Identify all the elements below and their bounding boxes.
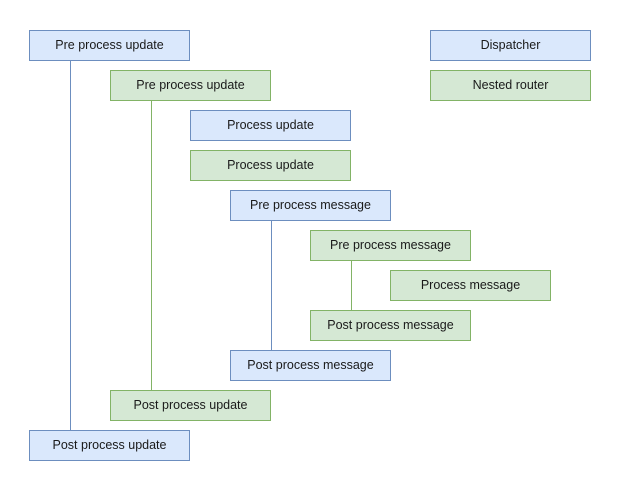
node-label: Post process update [52,437,167,452]
node-label: Pre process message [250,197,371,212]
node-label: Pre process message [330,237,451,252]
node-label: Pre process update [136,77,245,92]
connector-dispatcher-2 [271,221,272,350]
node-router-6[interactable]: Process message [390,270,551,301]
node-label: Post process message [247,357,374,372]
node-router-5[interactable]: Pre process message [310,230,471,261]
node-label: Process update [227,117,314,132]
node-router-1[interactable]: Pre process update [110,70,271,101]
node-label: Process update [227,157,314,172]
node-dispatcher-8[interactable]: Post process message [230,350,391,381]
node-label: Post process update [133,397,248,412]
node-dispatcher-0[interactable]: Pre process update [29,30,190,61]
legend-item-nested-router: Nested router [430,70,591,101]
node-label: Post process message [327,317,454,332]
legend-label-dispatcher: Dispatcher [480,37,541,52]
node-router-7[interactable]: Post process message [310,310,471,341]
connector-dispatcher-0 [70,61,71,430]
node-label: Pre process update [55,37,164,52]
legend-item-dispatcher: Dispatcher [430,30,591,61]
node-dispatcher-10[interactable]: Post process update [29,430,190,461]
node-label: Process message [420,277,521,292]
node-router-3[interactable]: Process update [190,150,351,181]
legend-label-nested-router: Nested router [472,77,549,92]
connector-router-1 [151,101,152,390]
connector-router-3 [351,261,352,310]
node-dispatcher-2[interactable]: Process update [190,110,351,141]
node-dispatcher-4[interactable]: Pre process message [230,190,391,221]
node-router-9[interactable]: Post process update [110,390,271,421]
